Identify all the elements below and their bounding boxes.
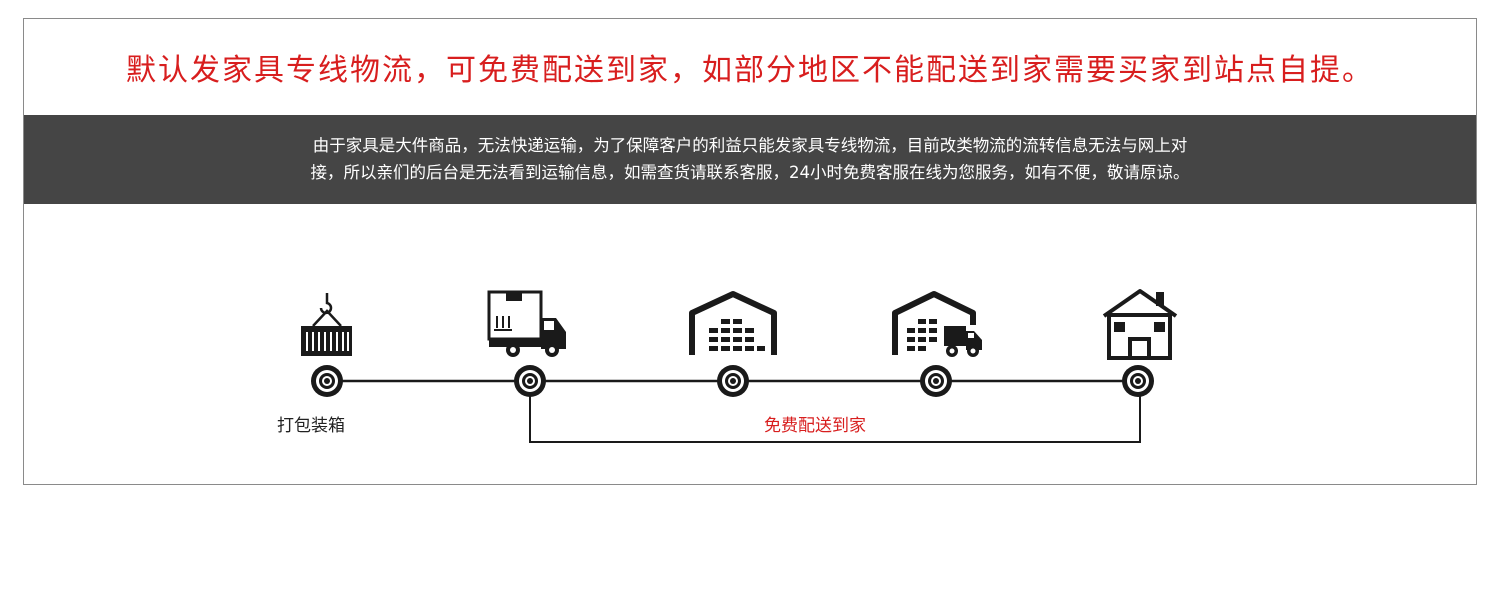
free-delivery-label: 免费配送到家	[764, 416, 866, 436]
house-icon	[1102, 289, 1178, 360]
pack-label: 打包装箱	[277, 416, 345, 436]
crane-container-icon	[301, 293, 352, 356]
timeline-node-1	[311, 365, 343, 397]
headline: 默认发家具专线物流，可免费配送到家，如部分地区不能配送到家需要买家到站点自提。	[126, 53, 1374, 88]
warehouse-truck-icon	[892, 291, 982, 357]
timeline-node-3	[717, 365, 749, 397]
timeline-node-2	[514, 365, 546, 397]
timeline-node-5	[1122, 365, 1154, 397]
timeline-node-4	[920, 365, 952, 397]
notice-line-1: 由于家具是大件商品，无法快递运输，为了保障客户的利益只能发家具专线物流，目前改类…	[312, 136, 1188, 155]
box-truck-icon	[487, 290, 566, 357]
notice-bar: 由于家具是大件商品，无法快递运输，为了保障客户的利益只能发家具专线物流，目前改类…	[24, 115, 1476, 204]
warehouse-icon	[689, 291, 777, 355]
notice-frame	[23, 18, 1477, 485]
delivery-bracket	[529, 395, 1141, 443]
notice-line-2: 接，所以亲们的后台是无法看到运输信息，如需查货请联系客服，24小时免费客服在线为…	[310, 163, 1190, 182]
